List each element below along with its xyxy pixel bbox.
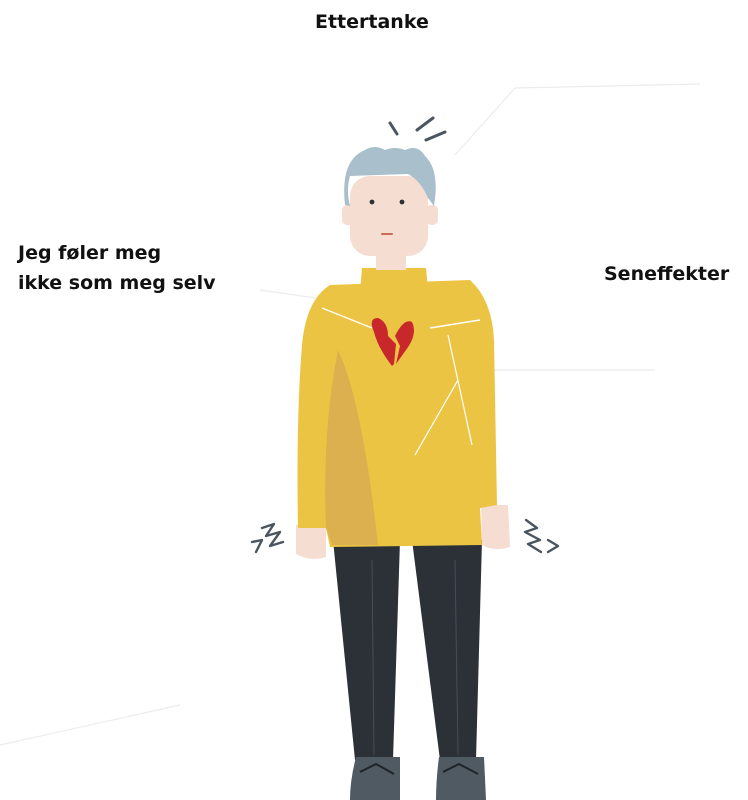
shoes xyxy=(350,757,486,800)
right-eye xyxy=(400,200,405,205)
pants xyxy=(333,540,482,760)
shock-marks-icon xyxy=(390,118,445,140)
sweater xyxy=(298,268,498,547)
left-eye xyxy=(370,200,375,205)
head xyxy=(342,147,438,256)
